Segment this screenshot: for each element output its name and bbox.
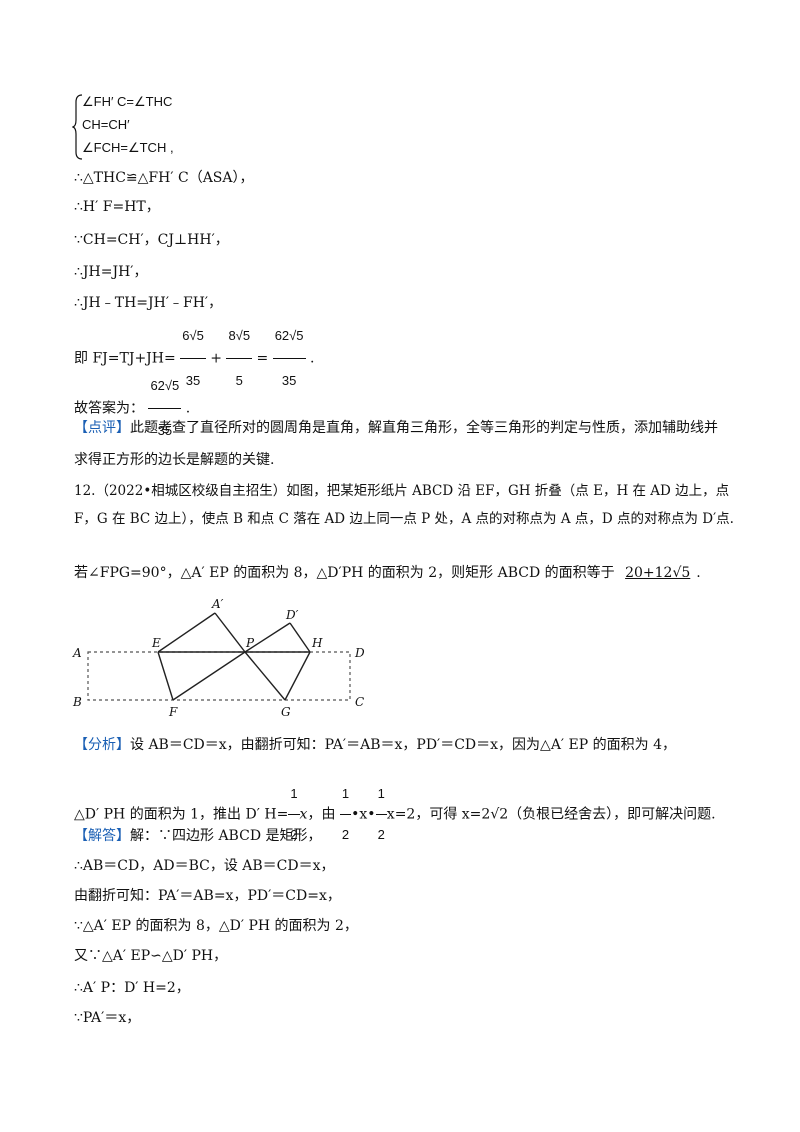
label-d-prime: D′ bbox=[285, 608, 299, 622]
segment-dh bbox=[289, 622, 311, 653]
label-e: E bbox=[151, 636, 161, 650]
segment-gh bbox=[284, 651, 311, 701]
problem-12-answer: 20+12√5 bbox=[625, 565, 691, 581]
label-b: B bbox=[72, 695, 82, 709]
system-line-1: ∠FH′ C=∠THC bbox=[82, 94, 173, 109]
segment-ea bbox=[157, 612, 216, 653]
solve-line-3: 由翻折可知：PA′＝AB=x，PD′＝CD=x， bbox=[74, 888, 341, 904]
analysis-tag: 【分析】 bbox=[74, 737, 130, 753]
label-g: G bbox=[281, 705, 291, 719]
segment-pd bbox=[244, 622, 291, 653]
segment-fp bbox=[172, 651, 246, 701]
label-f: F bbox=[168, 705, 178, 719]
fj-prefix: 即 FJ=TJ+JH= bbox=[74, 350, 176, 367]
solution-line-4: ∴JH=JH′， bbox=[74, 264, 148, 280]
analysis-line-1: 【分析】设 AB＝CD＝x，由翻折可知：PA′＝AB＝x，PD′＝CD＝x，因为… bbox=[74, 737, 677, 753]
label-a: A bbox=[72, 646, 82, 660]
problem-12-line-3: 若∠FPG=90°，△A′ EP 的面积为 8，△D′PH 的面积为 2，则矩形… bbox=[74, 565, 701, 581]
solution-line-3: ∵CH=CH′，CJ⊥HH′， bbox=[74, 232, 229, 248]
equation-system: ∠FH′ C=∠THC CH=CH′ ∠FCH=∠TCH , bbox=[72, 92, 272, 162]
label-a-prime: A′ bbox=[211, 597, 224, 611]
solve-line-6: ∴A′ P：D′ H=2， bbox=[74, 980, 190, 996]
system-line-2: CH=CH′ bbox=[82, 117, 130, 132]
segment-ap bbox=[214, 612, 246, 653]
comment-line-2: 求得正方形的边长是解题的关键. bbox=[74, 452, 275, 468]
solve-line-2: ∴AB＝CD，AD＝BC，设 AB＝CD＝x， bbox=[74, 858, 335, 874]
plus-sign: + bbox=[210, 350, 222, 367]
left-brace-icon bbox=[72, 94, 83, 160]
label-c: C bbox=[355, 695, 364, 709]
system-line-3: ∠FCH=∠TCH , bbox=[82, 140, 174, 155]
rectangle-abcd bbox=[87, 651, 351, 701]
geometry-figure: A′ D′ E P H A D B F G C bbox=[72, 597, 365, 719]
label-h: H bbox=[311, 636, 323, 650]
solve-line-5: 又∵△A′ EP∽△D′ PH， bbox=[74, 948, 228, 964]
solution-line-5: ∴JH﹣TH=JH′﹣FH′， bbox=[74, 295, 223, 311]
segment-pg bbox=[244, 651, 286, 701]
comment-line-1: 【点评】此题考查了直径所对的圆周角是直角，解直角三角形，全等三角形的判定与性质，… bbox=[74, 420, 718, 436]
solve-line-7: ∵PA′＝x， bbox=[74, 1010, 141, 1026]
solve-line-4: ∵△A′ EP 的面积为 8，△D′ PH 的面积为 2， bbox=[74, 918, 358, 934]
solve-tag: 【解答】 bbox=[74, 828, 130, 844]
segment-ef bbox=[157, 651, 174, 701]
answer-prefix: 故答案为： bbox=[74, 400, 144, 417]
equals-sign: = bbox=[256, 350, 269, 367]
comment-tag: 【点评】 bbox=[74, 420, 130, 436]
label-d: D bbox=[354, 646, 365, 660]
problem-12-line-1: 12.（2022•相城区校级自主招生）如图，把某矩形纸片 ABCD 沿 EF，G… bbox=[74, 483, 730, 499]
solve-line-1: 【解答】解：∵四边形 ABCD 是矩形， bbox=[74, 828, 322, 844]
problem-12-line-2: F，G 在 BC 边上），使点 B 和点 C 落在 AD 边上同一点 P 处，A… bbox=[74, 511, 734, 527]
solution-line-1: ∴△THC≌△FH′ C（ASA）， bbox=[74, 170, 254, 186]
solution-line-2: ∴H′ F=HT， bbox=[74, 199, 160, 215]
label-p: P bbox=[245, 636, 255, 650]
